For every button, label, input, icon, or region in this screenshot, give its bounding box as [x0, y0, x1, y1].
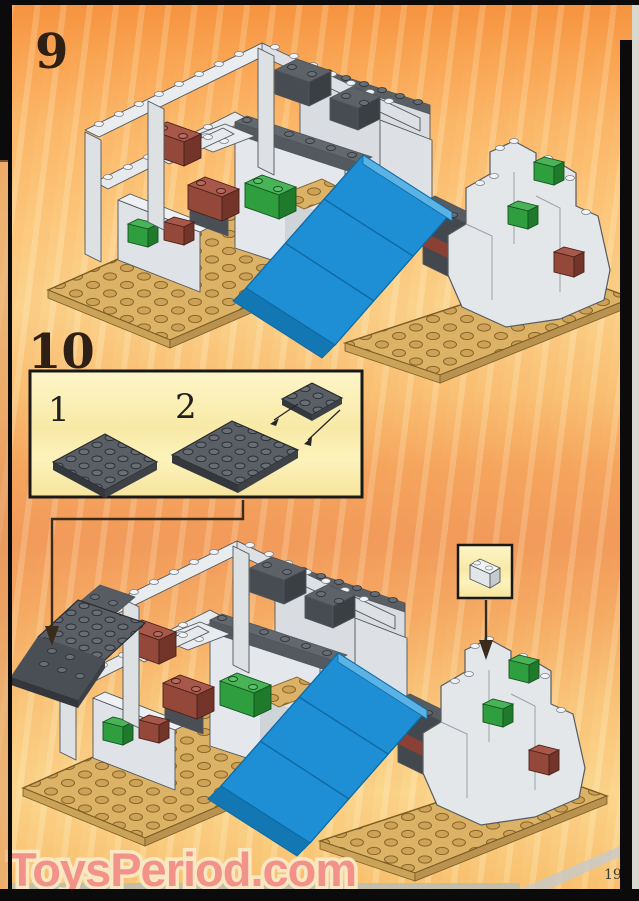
- dark-gray-ramp: [10, 584, 147, 708]
- page-number: 19: [604, 867, 622, 883]
- watermark-text: ToysPeriod.com: [8, 843, 356, 896]
- scan-fold-artifact: [520, 838, 639, 897]
- substep1-plate: [51, 433, 159, 498]
- step10-assembly-illustration: [10, 541, 607, 881]
- brick-callout-arrow: [479, 600, 493, 660]
- substep-2-number: 2: [175, 387, 197, 427]
- substep-1-number: 1: [48, 390, 70, 430]
- brick-callout-box: [456, 543, 514, 600]
- substep2-plate-assembly: [170, 382, 344, 493]
- step9-assembly-illustration: [48, 43, 632, 383]
- step-9-number: 9: [35, 24, 68, 80]
- substeps-callout-arrow: [45, 500, 245, 646]
- step-10-number: 10: [28, 324, 95, 380]
- substeps-inset-box: [28, 369, 364, 499]
- light-gray-1x2-brick: [469, 558, 501, 589]
- scan-edge-strip: [10, 883, 520, 890]
